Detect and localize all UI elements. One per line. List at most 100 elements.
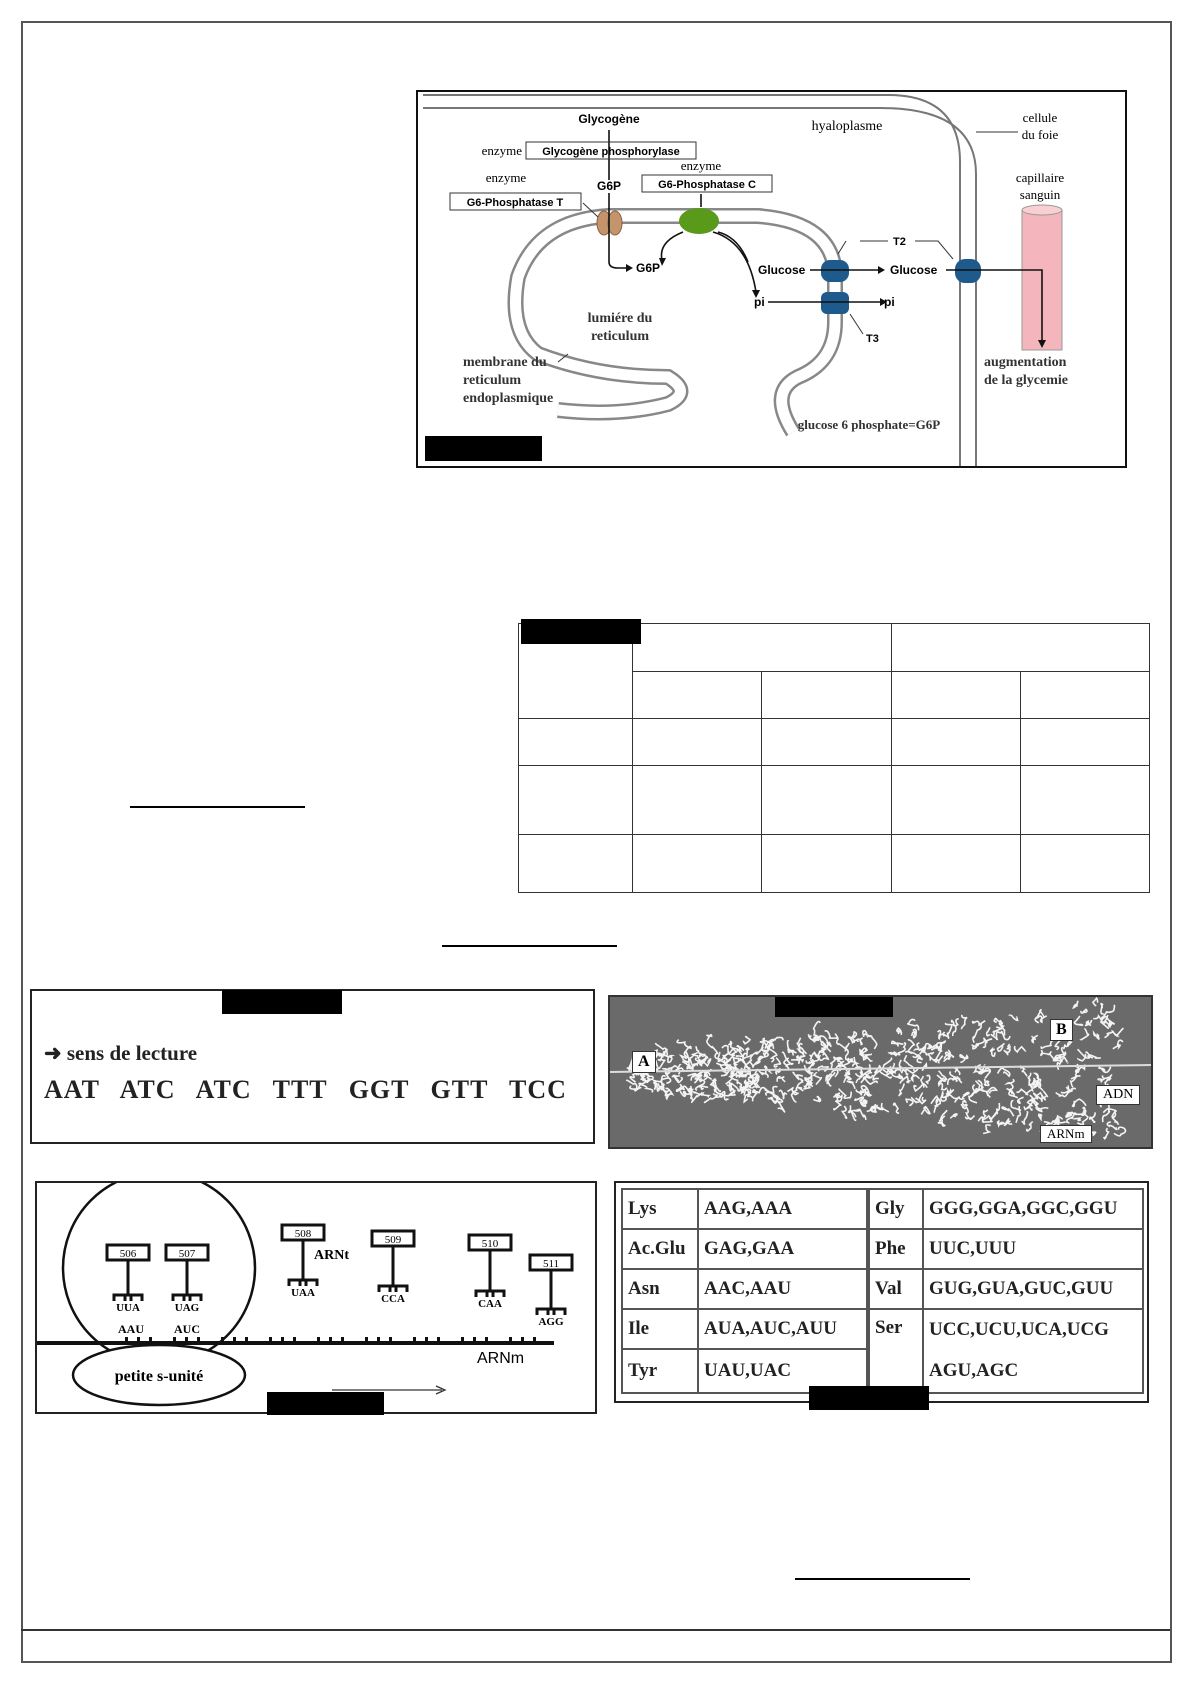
table-subheader — [1019, 671, 1151, 719]
mrna-fiber — [635, 1072, 651, 1082]
mrna-fiber — [820, 1040, 829, 1051]
mrna-fiber — [770, 1093, 784, 1104]
mrna-fiber — [1091, 1131, 1097, 1137]
mrna-tick — [341, 1337, 344, 1343]
mrna-fiber — [925, 1074, 931, 1085]
mrna-fiber — [959, 1053, 969, 1063]
mrna-fiber — [841, 1058, 851, 1072]
mrna-fiber — [921, 1042, 934, 1054]
mrna-fiber — [727, 1090, 736, 1096]
mrna-fiber — [835, 1038, 850, 1050]
mrna-fiber — [998, 1022, 1006, 1036]
mrna-fiber — [993, 1017, 1004, 1025]
mrna-tick — [233, 1337, 236, 1343]
mrna-fiber — [851, 1030, 858, 1039]
mrna-fiber — [757, 1055, 764, 1062]
label-leaders — [557, 131, 1018, 363]
label-arnm: ARNm — [1040, 1125, 1092, 1143]
mrna-fiber — [654, 1042, 669, 1056]
mrna-fiber — [662, 1067, 671, 1078]
transporter-t3 — [821, 292, 849, 314]
lumiere-label-2: reticulum — [591, 329, 649, 344]
mrna-tick — [269, 1337, 272, 1343]
mrna-fiber — [942, 1025, 953, 1039]
mrna-fiber — [910, 1073, 921, 1083]
mrna-fiber — [1015, 1105, 1022, 1124]
hyaloplasme-label: hyaloplasme — [812, 119, 883, 134]
arrow-heads — [626, 258, 1046, 348]
redacted-code-label — [809, 1386, 929, 1410]
mrna-tick — [317, 1337, 320, 1343]
label-a: A — [632, 1051, 656, 1073]
mrna-fiber — [1085, 1051, 1101, 1059]
enzyme-g6phosphatase-c — [679, 208, 719, 234]
mrna-fiber — [813, 1095, 822, 1103]
mrna-fiber — [741, 1072, 749, 1078]
glycogenolysis-diagram: Glycogène enzyme Glycogène phosphorylase… — [423, 94, 1068, 466]
mrna-tick — [365, 1337, 368, 1343]
mrna-fiber — [730, 1062, 739, 1082]
enzyme1-label: enzyme — [482, 143, 523, 158]
mrna-fiber — [1103, 1127, 1110, 1140]
mrna-tick — [437, 1337, 440, 1343]
anticodon: UAG — [175, 1302, 200, 1314]
amino-acid: Val — [866, 1268, 924, 1310]
label-b: B — [1050, 1019, 1073, 1041]
mrna-fiber — [705, 1033, 714, 1049]
mrna-fiber — [898, 1083, 906, 1097]
mrna-fiber — [1037, 1113, 1043, 1122]
enzyme3-box — [641, 174, 773, 193]
trna-label: ARNt — [314, 1248, 349, 1263]
mrna-fiber — [690, 1046, 700, 1057]
table-cell — [631, 718, 763, 766]
mrna-tick — [221, 1337, 224, 1343]
table-cell — [761, 834, 892, 893]
mrna-fiber — [978, 1069, 990, 1075]
mrna-tick — [485, 1337, 488, 1343]
mrna-fiber — [767, 1097, 778, 1103]
mrna-fiber — [731, 1047, 744, 1058]
mrna-fiber — [940, 1091, 947, 1102]
glucose-inner-label: Glucose — [758, 263, 806, 277]
mrna-fiber — [777, 1101, 786, 1113]
mrna-fiber — [1100, 1014, 1109, 1024]
table-cell — [631, 765, 763, 835]
mrna-fiber — [676, 1039, 692, 1052]
mrna-fiber — [764, 1085, 778, 1096]
mrna-fiber — [1100, 1002, 1104, 1015]
mrna-fiber — [972, 1037, 988, 1048]
mrna-fiber — [990, 1030, 999, 1041]
amino-acid: Asn — [621, 1268, 699, 1310]
mrna-fiber — [846, 1080, 856, 1090]
transporter-t2 — [821, 260, 849, 282]
mrna-fiber — [1103, 1015, 1113, 1026]
table-cell — [890, 834, 1021, 893]
mrna-fiber — [826, 1071, 836, 1087]
mrna-fiber — [961, 1099, 968, 1109]
codons: UAU,UAC — [697, 1348, 869, 1394]
mrna-tick — [173, 1337, 176, 1343]
mrna-fiber — [644, 1073, 654, 1081]
mrna-fiber — [1065, 1085, 1074, 1094]
mrna-fiber — [1073, 1015, 1084, 1026]
transcription-micrograph: A B ADN ARNm — [608, 995, 1153, 1149]
mrna-fiber — [938, 1070, 948, 1083]
amino-acid: Ac.Glu — [621, 1228, 699, 1270]
mrna-fiber — [1066, 1113, 1076, 1124]
pi-inner-label: pi — [754, 295, 765, 309]
mrna-fiber — [861, 1099, 868, 1104]
mrna-fiber — [1076, 1109, 1089, 1126]
codons: AGU,AGC — [922, 1349, 1144, 1394]
mrna-fiber — [943, 1051, 955, 1060]
anticodon: CCA — [381, 1293, 405, 1305]
mrna-fiber — [734, 1057, 753, 1066]
mrna-fiber — [1010, 1099, 1022, 1112]
mrna-fiber — [960, 1014, 968, 1030]
enzyme1-box — [525, 141, 697, 160]
mrna-fiber — [792, 1071, 804, 1081]
mrna-fiber — [996, 1029, 1011, 1041]
mrna-fiber — [1013, 1045, 1027, 1054]
table-cell — [761, 765, 892, 835]
footer-divider — [21, 1629, 1170, 1631]
